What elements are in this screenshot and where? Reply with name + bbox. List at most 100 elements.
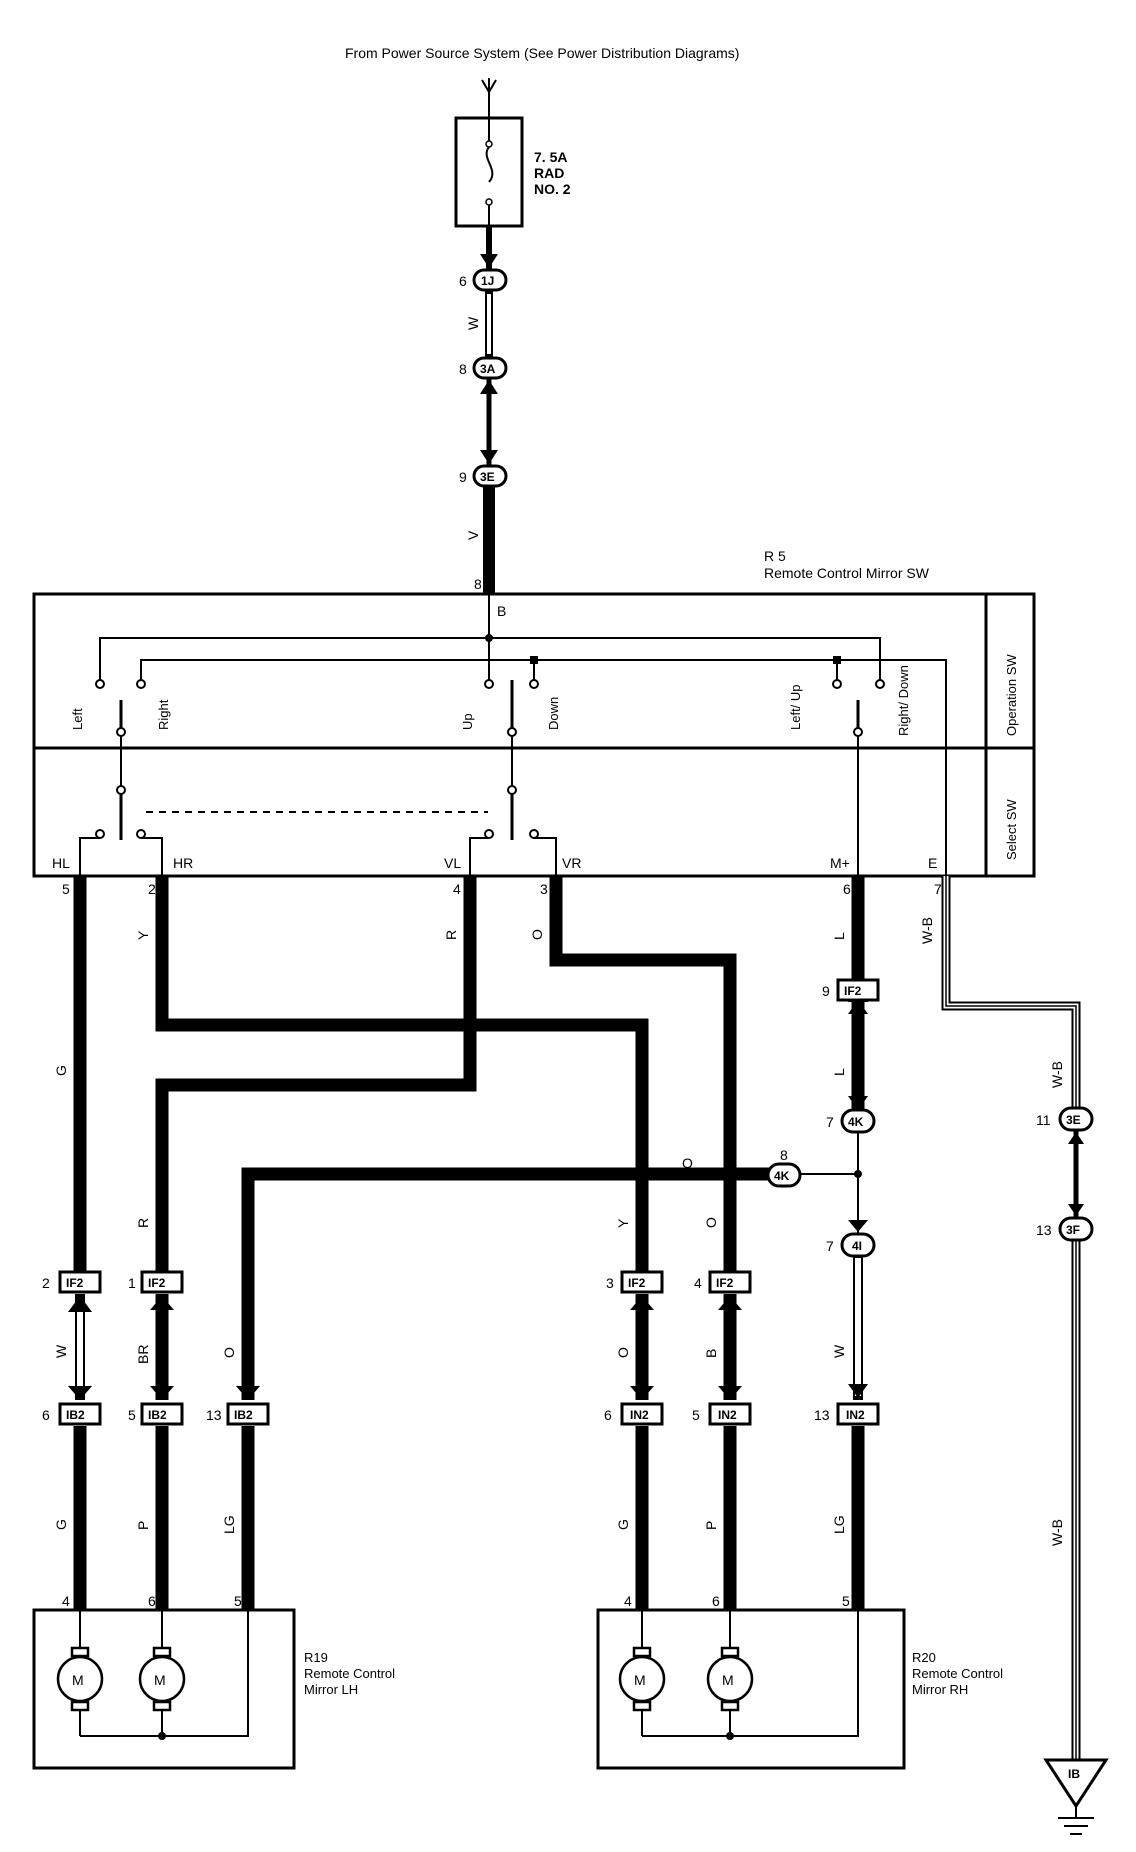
wire-color-g-hl: G: [53, 1065, 69, 1076]
operation-sw-bus: [99, 594, 947, 876]
pin-9-if2: 9: [822, 983, 830, 999]
svg-text:IB2: IB2: [234, 1408, 253, 1422]
svg-text:4K: 4K: [774, 1169, 790, 1183]
wire-color-w-b-e: W-B: [919, 917, 935, 944]
power-source-caption: From Power Source System (See Power Dist…: [345, 45, 739, 61]
pin-13-ib2: 13: [206, 1407, 222, 1423]
svg-text:IB2: IB2: [66, 1408, 85, 1422]
harness-thick-wires: [73, 876, 865, 1610]
svg-text:IF2: IF2: [148, 1276, 166, 1290]
connector-ib2-6: IB2: [58, 1402, 102, 1426]
connector-if2-4: IF2: [708, 1270, 752, 1294]
switch-pin-6: 6: [843, 881, 851, 897]
connector-4k-8: 4K: [766, 1162, 802, 1188]
wire-color-o-rh: O: [615, 1347, 631, 1358]
pin-4-if2: 4: [694, 1275, 702, 1291]
operation-contacts: [95, 679, 885, 689]
pin-11-3e: 11: [1036, 1112, 1051, 1128]
svg-text:IF2: IF2: [628, 1276, 646, 1290]
wire-color-l-mplus: L: [831, 932, 847, 940]
wire-color-w-b-lower: W-B: [1049, 1519, 1065, 1546]
svg-text:IF2: IF2: [844, 984, 862, 998]
wire-color-v: V: [465, 530, 481, 540]
pos-right: Right: [156, 699, 171, 730]
terminal-m-plus: M+: [830, 855, 850, 871]
svg-text:3E: 3E: [1066, 1113, 1081, 1127]
mirror-lh-pin-4: 4: [62, 1593, 70, 1609]
wire-color-r-mid: R: [135, 1218, 151, 1228]
fuse-element: [485, 146, 494, 183]
terminal-vl: VL: [444, 855, 461, 871]
mirror-lh-pin-6: 6: [148, 1593, 156, 1609]
pin-13-in2: 13: [814, 1407, 830, 1423]
pos-up: Up: [460, 713, 475, 730]
svg-text:M: M: [154, 1672, 166, 1688]
switch-pin-8: 8: [474, 576, 482, 592]
wire-color-o-cross: O: [682, 1155, 693, 1171]
wire-color-y-mid: Y: [615, 1218, 631, 1228]
switch-name: Remote Control Mirror SW: [764, 565, 930, 581]
ground-icon: [1043, 1758, 1109, 1835]
operation-sw-label: Operation SW: [1004, 654, 1019, 736]
wire-color-w-b-mid: W-B: [1049, 1061, 1065, 1088]
pos-left-up: Left/ Up: [788, 684, 803, 730]
switch-pin-5: 5: [62, 881, 70, 897]
mirror-lh-line1: Remote Control: [304, 1666, 395, 1681]
svg-text:3F: 3F: [1066, 1223, 1080, 1237]
switch-id: R 5: [764, 548, 786, 564]
wire-color-w-rh: W: [831, 1344, 847, 1358]
pin-7-4k: 7: [826, 1114, 834, 1130]
pin-1-if2: 1: [128, 1275, 136, 1291]
wire-color-y-hr: Y: [135, 930, 151, 940]
connector-ib2-13: IB2: [226, 1402, 270, 1426]
svg-text:3A: 3A: [480, 362, 496, 376]
wire-color-lg-lh: LG: [221, 1515, 237, 1534]
mirror-switch-r5: [32, 592, 1036, 878]
wire-color-g-rh-low: G: [615, 1519, 631, 1530]
wire-color-g-lh-low: G: [53, 1519, 69, 1530]
mirror-rh-line2: Mirror RH: [912, 1682, 968, 1697]
switch-pin-b-label: B: [497, 603, 506, 619]
mirror-rh-line1: Remote Control: [912, 1666, 1003, 1681]
ground-id: IB: [1068, 1767, 1080, 1781]
wire-color-r-vl: R: [443, 930, 459, 940]
svg-text:M: M: [72, 1672, 84, 1688]
pin-5-in2: 5: [692, 1407, 700, 1423]
connector-3e-ground: 3E: [1058, 1106, 1094, 1132]
connector-in2-5: IN2: [708, 1402, 752, 1426]
svg-text:IN2: IN2: [846, 1408, 865, 1422]
pin-6-1j: 6: [459, 273, 467, 289]
wire-color-o-vr: O: [529, 929, 545, 940]
pin-8-3a: 8: [459, 361, 467, 377]
ground-wire-w-b: [941, 876, 1081, 1760]
connector-if2-2: IF2: [58, 1270, 102, 1294]
mirror-lh-pin-5: 5: [234, 1593, 242, 1609]
pos-right-down: Right/ Down: [896, 665, 911, 736]
wire-color-br: BR: [135, 1345, 151, 1364]
pin-6-in2: 6: [604, 1407, 612, 1423]
connector-in2-13: IN2: [836, 1402, 880, 1426]
switch-pin-7: 7: [934, 881, 942, 897]
mirror-rh-id: R20: [912, 1650, 936, 1665]
connector-4k-7: 4K: [840, 1108, 876, 1134]
wire-color-l-mid: L: [831, 1068, 847, 1076]
pin-2-if2: 2: [42, 1275, 50, 1291]
connector-1j: 1J: [472, 268, 508, 292]
mirror-rh-box: M M: [596, 1608, 906, 1770]
svg-text:4I: 4I: [852, 1239, 862, 1253]
svg-text:M: M: [634, 1672, 646, 1688]
mirror-lh-id: R19: [304, 1650, 328, 1665]
wire-color-w-1: W: [465, 316, 481, 330]
terminal-hl: HL: [52, 855, 70, 871]
select-sw-wiring: [79, 837, 557, 876]
fuse-number: NO. 2: [534, 181, 571, 197]
svg-text:IF2: IF2: [66, 1276, 84, 1290]
motor-icon: [138, 1646, 186, 1712]
fuse-name: RAD: [534, 165, 564, 181]
wire-color-p-lh: P: [135, 1521, 151, 1530]
wire-color-b-rh: B: [703, 1349, 719, 1358]
pin-7-4i: 7: [826, 1238, 834, 1254]
pin-13-3f: 13: [1036, 1222, 1052, 1238]
switch-pin-2: 2: [148, 881, 156, 897]
